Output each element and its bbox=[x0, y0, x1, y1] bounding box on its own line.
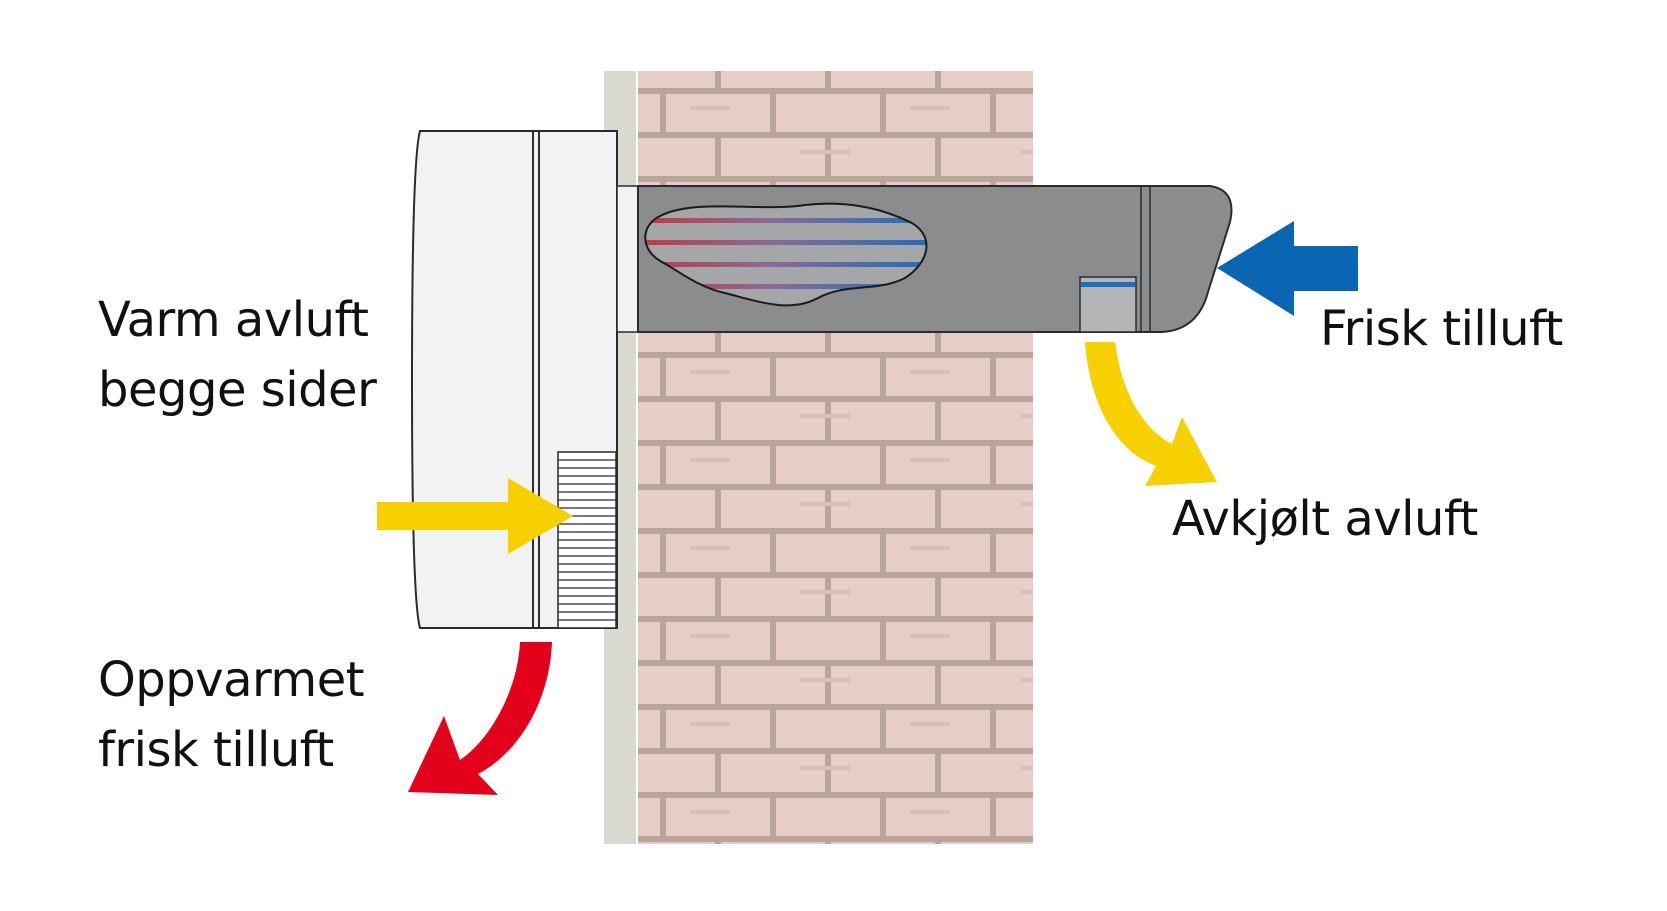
label-cooled-exhaust: Avkjølt avluft bbox=[1172, 484, 1478, 554]
fresh-supply-arrow bbox=[1217, 221, 1358, 316]
heated-supply-arrow bbox=[408, 642, 552, 795]
label-heated-supply-line1: Oppvarmet bbox=[98, 652, 365, 708]
label-cooled-exhaust-text: Avkjølt avluft bbox=[1172, 491, 1478, 547]
grille-slats bbox=[558, 459, 616, 621]
label-warm-exhaust: Varm avluft begge sider bbox=[98, 285, 377, 425]
label-warm-exhaust-line1: Varm avluft bbox=[98, 292, 369, 348]
cooled-exhaust-arrow bbox=[1085, 342, 1217, 486]
label-fresh-supply: Frisk tilluft bbox=[1320, 294, 1563, 364]
indoor-unit bbox=[410, 130, 618, 629]
label-heated-supply-line2: frisk tilluft bbox=[98, 722, 334, 778]
label-heated-supply: Oppvarmet frisk tilluft bbox=[98, 645, 365, 785]
label-fresh-supply-text: Frisk tilluft bbox=[1320, 301, 1563, 357]
label-warm-exhaust-line2: begge sider bbox=[98, 362, 377, 418]
warm-exhaust-arrow bbox=[377, 478, 573, 554]
